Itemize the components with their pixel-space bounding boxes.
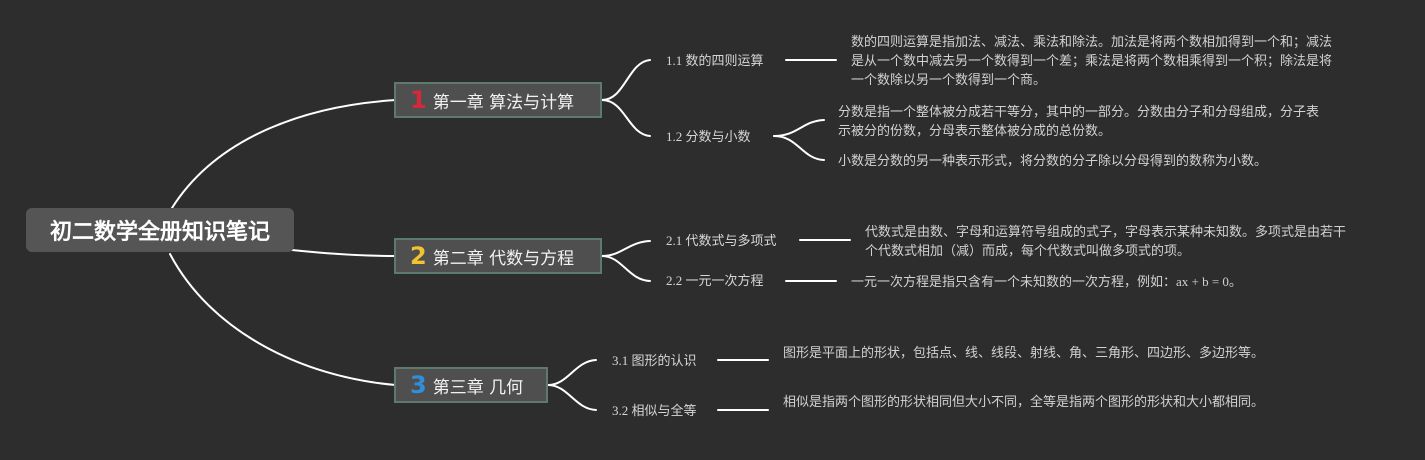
desc-1-1: 数的四则运算是指加法、减法、乘法和除法。加法是将两个数相加得到一个和；减法是从一… xyxy=(851,32,1343,89)
desc-1-2-a: 分数是指一个整体被分成若干等分，其中的一部分。分数由分子和分母组成，分子表示被分… xyxy=(838,102,1330,140)
section-2-2-node[interactable]: 2.2 一元一次方程 xyxy=(666,273,764,289)
connector-chapter-2-section-1 xyxy=(601,240,651,257)
chapter-1-title: 第一章 算法与计算 xyxy=(432,92,575,113)
connector-chapter-3-section-1 xyxy=(547,359,597,386)
section-3-1-title: 3.1 图形的认识 xyxy=(612,353,697,368)
desc-1-2-b: 小数是分数的另一种表示形式，将分数的分子除以分母得到的数称为小数。 xyxy=(838,151,1330,170)
section-1-2-title: 1.2 分数与小数 xyxy=(666,129,751,144)
desc-3-1-text: 图形是平面上的形状，包括点、线、线段、射线、角、三角形、四边形、多边形等。 xyxy=(783,345,1265,360)
connector-section-1-2-desc-1 xyxy=(773,119,825,137)
desc-2-1-text: 代数式是由数、字母和运算符号组成的式子，字母表示某种未知数。多项式是由若干个代数… xyxy=(865,224,1347,258)
section-3-2-title: 3.2 相似与全等 xyxy=(612,403,697,418)
desc-3-2-text: 相似是指两个图形的形状相同但大小不同，全等是指两个图形的形状和大小都相同。 xyxy=(783,394,1265,409)
section-1-1-title: 1.1 数的四则运算 xyxy=(666,53,764,68)
desc-2-2-text: 一元一次方程是指只含有一个未知数的一次方程，例如：ax + b = 0。 xyxy=(851,274,1242,289)
connector-root-chapter-1 xyxy=(171,99,397,209)
connector-root-chapter-3 xyxy=(169,253,397,386)
chapter-1-node[interactable]: 1 第一章 算法与计算 xyxy=(394,82,602,118)
connector-root-chapter-2 xyxy=(291,249,397,257)
section-1-2-node[interactable]: 1.2 分数与小数 xyxy=(666,129,751,145)
chapter-1-number-icon: 1 xyxy=(410,86,427,114)
chapter-3-title: 第三章 几何 xyxy=(432,377,524,398)
desc-3-2: 相似是指两个图形的形状相同但大小不同，全等是指两个图形的形状和大小都相同。 xyxy=(783,392,1275,411)
desc-2-2: 一元一次方程是指只含有一个未知数的一次方程，例如：ax + b = 0。 xyxy=(851,272,1343,291)
section-2-2-title: 2.2 一元一次方程 xyxy=(666,273,764,288)
chapter-2-node[interactable]: 2 第二章 代数与方程 xyxy=(394,238,602,274)
connector-chapter-1-section-1 xyxy=(601,59,651,101)
desc-1-2-a-text: 分数是指一个整体被分成若干等分，其中的一部分。分数由分子和分母组成，分子表示被分… xyxy=(838,104,1320,138)
connector-section-1-2-desc-2 xyxy=(773,135,825,161)
desc-1-1-text: 数的四则运算是指加法、减法、乘法和除法。加法是将两个数相加得到一个和；减法是从一… xyxy=(851,34,1333,87)
desc-3-1: 图形是平面上的形状，包括点、线、线段、射线、角、三角形、四边形、多边形等。 xyxy=(783,343,1275,362)
connector-chapter-1-section-2 xyxy=(601,99,651,137)
section-2-1-node[interactable]: 2.1 代数式与多项式 xyxy=(666,233,777,249)
chapter-2-title: 第二章 代数与方程 xyxy=(432,248,575,269)
root-node[interactable]: 初二数学全册知识笔记 xyxy=(26,208,294,252)
root-title: 初二数学全册知识笔记 xyxy=(49,220,270,245)
section-1-1-node[interactable]: 1.1 数的四则运算 xyxy=(666,53,764,69)
chapter-2-number-icon: 2 xyxy=(410,242,427,270)
connector-chapter-3-section-2 xyxy=(547,384,597,411)
section-3-1-node[interactable]: 3.1 图形的认识 xyxy=(612,353,697,369)
chapter-3-node[interactable]: 3 第三章 几何 xyxy=(394,367,548,403)
section-2-1-title: 2.1 代数式与多项式 xyxy=(666,233,777,248)
desc-2-1: 代数式是由数、字母和运算符号组成的式子，字母表示某种未知数。多项式是由若干个代数… xyxy=(865,222,1357,260)
section-3-2-node[interactable]: 3.2 相似与全等 xyxy=(612,403,697,419)
connector-chapter-2-section-2 xyxy=(601,255,651,282)
desc-1-2-b-text: 小数是分数的另一种表示形式，将分数的分子除以分母得到的数称为小数。 xyxy=(838,153,1268,168)
chapter-3-number-icon: 3 xyxy=(410,371,427,399)
